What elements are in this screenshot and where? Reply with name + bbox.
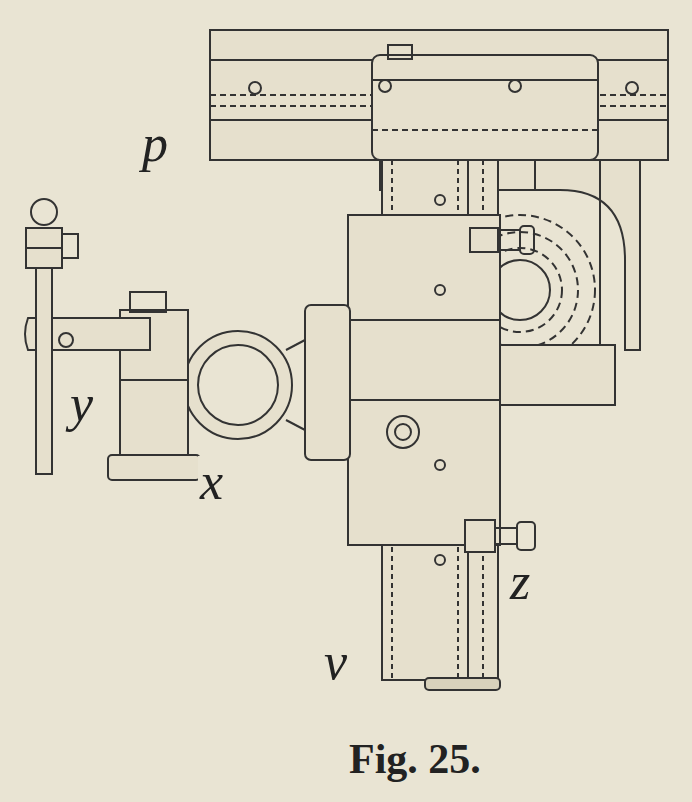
- part-letter: v: [322, 636, 349, 688]
- part-letter: x: [198, 456, 225, 508]
- part-letter: p: [140, 118, 170, 170]
- part-letter: z: [508, 556, 532, 608]
- part-letter: y: [68, 378, 95, 430]
- figure-caption: Fig. 25.: [349, 738, 481, 780]
